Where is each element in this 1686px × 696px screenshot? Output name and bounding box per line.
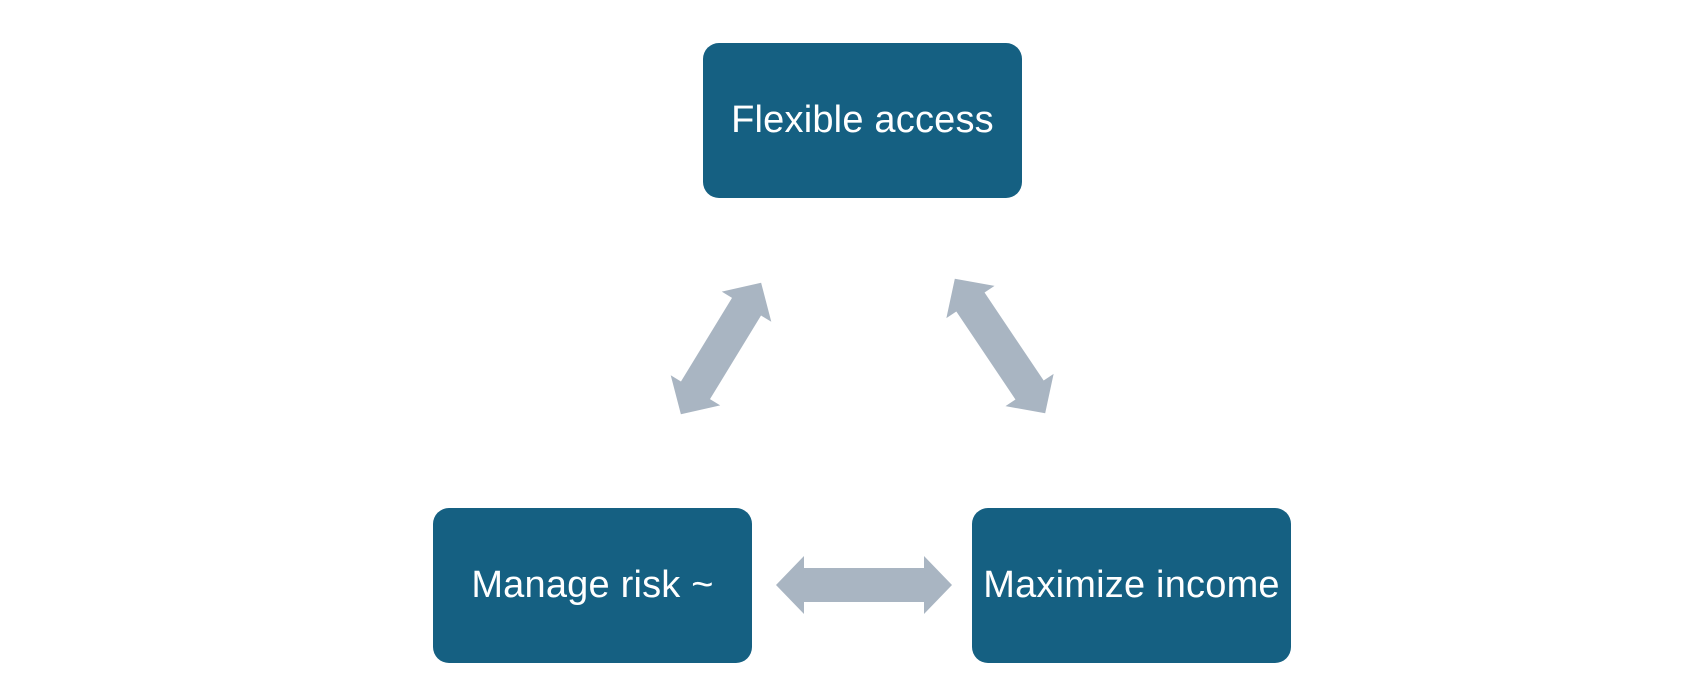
- node-flexible-access-label: Flexible access: [731, 99, 994, 141]
- double-arrow-manage-maximize-icon: [776, 556, 952, 614]
- node-maximize-income: Maximize income: [972, 508, 1291, 663]
- node-maximize-income-label: Maximize income: [983, 564, 1280, 606]
- node-manage-risk: Manage risk ~: [433, 508, 752, 663]
- double-arrow-flexible-manage-icon: [670, 282, 772, 415]
- node-flexible-access: Flexible access: [703, 43, 1022, 198]
- double-arrow-flexible-maximize-icon: [946, 278, 1054, 414]
- node-manage-risk-label: Manage risk ~: [471, 564, 714, 606]
